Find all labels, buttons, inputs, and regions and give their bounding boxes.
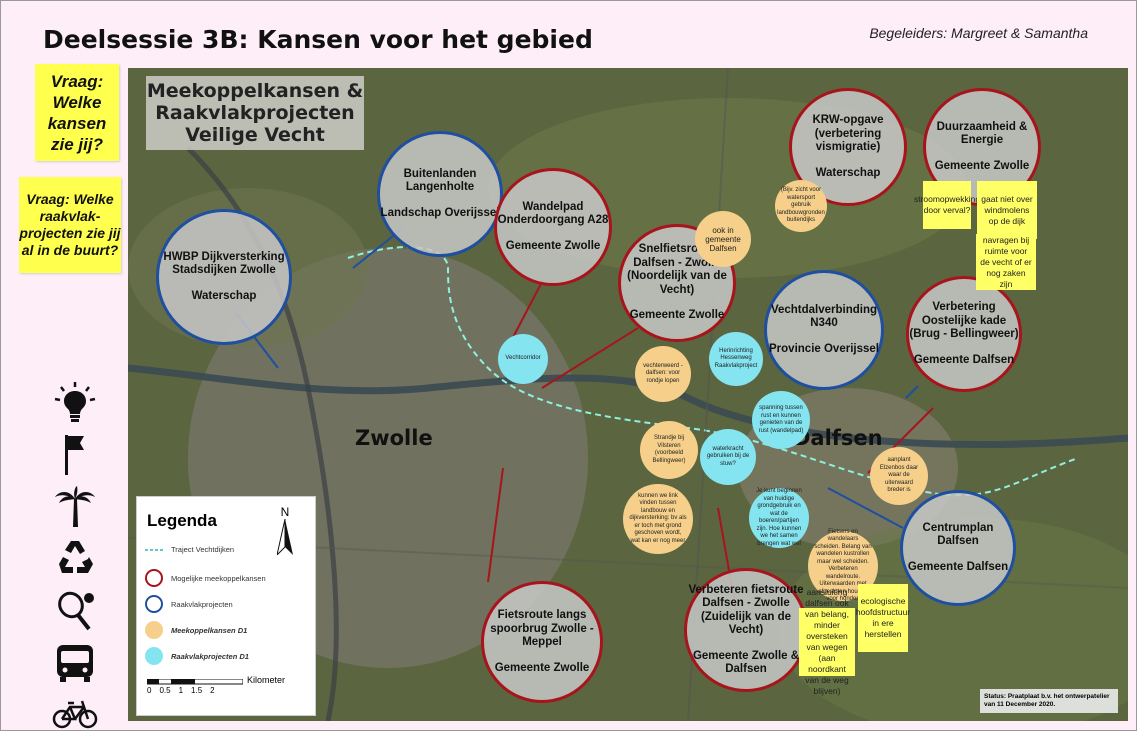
idea-circle: kunnen we link vinden tussen landbouw en… — [623, 484, 693, 554]
facilitators-label: Begeleiders: Margreet & Samantha — [869, 25, 1088, 41]
raakvlak-circle: waterkracht gebruiken bij de stuw? — [700, 429, 756, 485]
legend-title: Legenda — [147, 511, 217, 530]
flag-icon — [65, 435, 84, 475]
legend-item-raakvlak: Raakvlakprojecten — [145, 595, 233, 613]
legend-item-raakvlak-d1: Raakvlakprojecten D1 — [145, 647, 249, 665]
sticky-note: navragen bij ruimte voor de vecht of er … — [976, 234, 1036, 290]
legend-item-meekoppel: Mogelijke meekoppelkansen — [145, 569, 266, 587]
sticky-note: aansluiting dalfsen ook van belang, mind… — [799, 587, 855, 696]
raakvlak-circle: spanning tussen rust en kunnen genieten … — [752, 391, 810, 449]
circle-oostelijke-kade: Verbetering Oostelijke kade (Brug - Bell… — [906, 276, 1022, 392]
sticky-note: ecologische hoofdstructuur in ere herste… — [856, 584, 910, 652]
recycle-icon — [59, 541, 93, 573]
idea-circle: ook in gemeente Dalfsen — [695, 211, 751, 267]
idea-circle: Strandje bij Vilsteren (voorbeeld Bellin… — [640, 421, 698, 479]
place-label-zwolle: Zwolle — [355, 426, 433, 450]
raakvlak-circle: Herinrichting Hessenweg Raakvlakproject — [709, 332, 763, 386]
bus-icon — [57, 645, 93, 682]
raakvlak-circle: Je kunt beginnen van huidige grondgebrui… — [749, 488, 809, 548]
map-area: Meekoppelkansen & Raakvlakprojecten Veil… — [128, 68, 1128, 721]
question-sticky-kansen: Vraag: Welke kansen zie jij? — [35, 64, 119, 161]
palm-tree-icon — [55, 486, 95, 527]
idea-circle: vechterweerd - dalfsen: voor rondje lope… — [635, 346, 691, 402]
status-label: Status: Praatplaat b.v. het ontwerpateli… — [980, 689, 1118, 713]
raakvlak-circle: Vechtcorridor — [498, 334, 548, 384]
bicycle-icon — [52, 700, 98, 729]
north-arrow: N — [276, 505, 293, 558]
sticky-note: gaat niet over windmolens op de dijk — [977, 181, 1037, 239]
map-title: Meekoppelkansen & Raakvlakprojecten Veil… — [146, 76, 364, 150]
idea-circle: aanplant Elzenbos daar waar de uiterwaar… — [870, 447, 928, 505]
sticky-note: stroomopwekking door verval? — [914, 181, 980, 229]
lightbulb-icon — [54, 382, 96, 422]
idea-circle: (Bijv. zicht voor watersport gebruik lan… — [775, 180, 827, 232]
session-title: Deelsessie 3B: Kansen voor het gebied — [43, 25, 593, 54]
circle-fietsroute-zuid: Verbeteren fietsroute Dalfsen - Zwolle (… — [684, 568, 808, 692]
legend-item-traject: Traject Vechtdijken — [145, 545, 235, 554]
tennis-icon — [58, 591, 94, 631]
legend-item-meekoppel-d1: Meekoppelkansen D1 — [145, 621, 247, 639]
question-sticky-raakvlak: Vraag: Welke raakvlak-projecten zie jij … — [19, 177, 121, 273]
circle-fietsroute-spoorbrug: Fietsroute langs spoorbrug Zwolle - Mepp… — [481, 581, 603, 703]
legend: Legenda N Traject Vechtdijken Mogelijke … — [136, 496, 316, 716]
